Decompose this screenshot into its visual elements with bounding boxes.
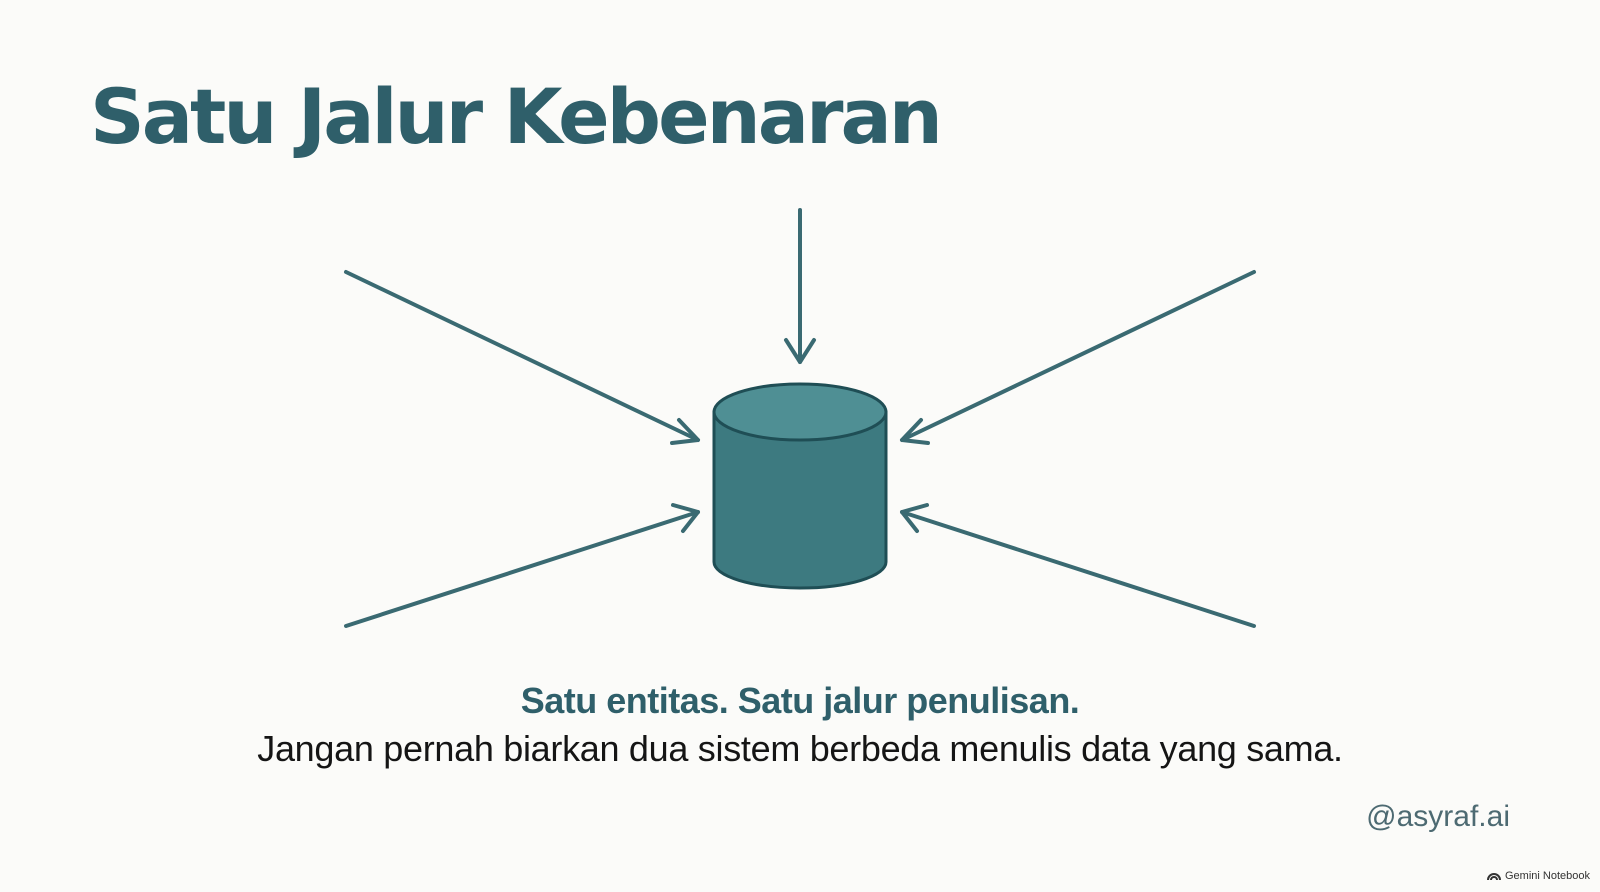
arrow-upper-right xyxy=(900,270,1256,445)
database-cylinder-icon xyxy=(712,382,888,590)
author-handle: @asyraf.ai xyxy=(1366,800,1510,833)
arrow-upper-left xyxy=(344,270,700,445)
caption-headline: Satu entitas. Satu jalur penulisan. xyxy=(520,680,1080,721)
notebook-logo-icon xyxy=(1487,873,1501,881)
arrow-lower-right xyxy=(900,503,1256,628)
page-title: Satu Jalur Kebenaran xyxy=(90,72,943,161)
arrow-top xyxy=(784,208,816,364)
branding-label: Gemini Notebook xyxy=(1505,870,1590,882)
branding-watermark: Gemini Notebook xyxy=(1487,870,1590,882)
arrow-lower-left xyxy=(344,503,700,628)
caption-body: Jangan pernah biarkan dua sistem berbeda… xyxy=(257,728,1343,769)
